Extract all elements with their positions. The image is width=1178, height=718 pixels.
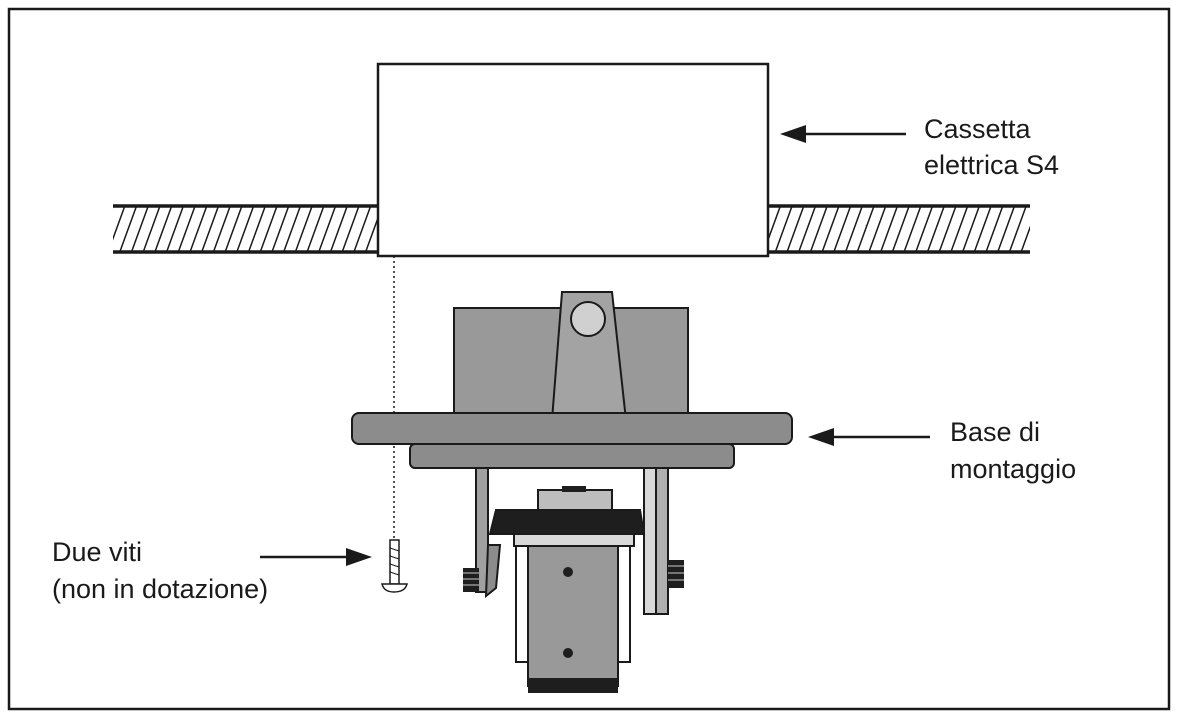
arrow-electrical-box-icon bbox=[780, 125, 906, 143]
ceiling-right bbox=[768, 206, 1030, 252]
label-mounting-base-line2: montaggio bbox=[950, 454, 1076, 484]
ceiling bbox=[113, 204, 1030, 254]
right-thumbscrew bbox=[668, 560, 684, 588]
camera-body bbox=[527, 545, 619, 687]
left-post bbox=[475, 467, 489, 593]
left-thumbscrew bbox=[463, 568, 479, 592]
screw-icon bbox=[381, 539, 408, 593]
mounting-base-lower bbox=[409, 443, 735, 469]
camera-assembly bbox=[351, 291, 793, 693]
camera-side-left bbox=[515, 545, 529, 663]
bracket-knob bbox=[570, 301, 606, 337]
camera-side-right bbox=[617, 545, 631, 663]
camera-screw-bottom bbox=[563, 648, 573, 658]
label-electrical-box-line2: elettrica S4 bbox=[924, 150, 1059, 180]
label-screws-line1: Due viti bbox=[52, 537, 142, 567]
arrow-mounting-base-icon bbox=[808, 428, 930, 446]
ceiling-left bbox=[113, 206, 379, 252]
label-screws-line2: (non in dotazione) bbox=[52, 574, 268, 604]
label-electrical-box-line1: Cassetta bbox=[924, 114, 1032, 144]
camera-lens-bottom bbox=[528, 678, 618, 693]
electrical-box bbox=[376, 62, 770, 258]
right-post-outer bbox=[643, 467, 657, 615]
camera-dark-plate bbox=[488, 509, 646, 535]
mounting-base bbox=[351, 412, 793, 445]
right-post-inner bbox=[655, 467, 669, 615]
label-mounting-base-line1: Base di bbox=[950, 417, 1040, 447]
camera-screw-top bbox=[563, 567, 573, 577]
camera-top-connector bbox=[537, 489, 613, 511]
camera-rim bbox=[513, 533, 635, 547]
left-tab bbox=[484, 544, 502, 599]
arrow-screws-icon bbox=[260, 548, 372, 566]
